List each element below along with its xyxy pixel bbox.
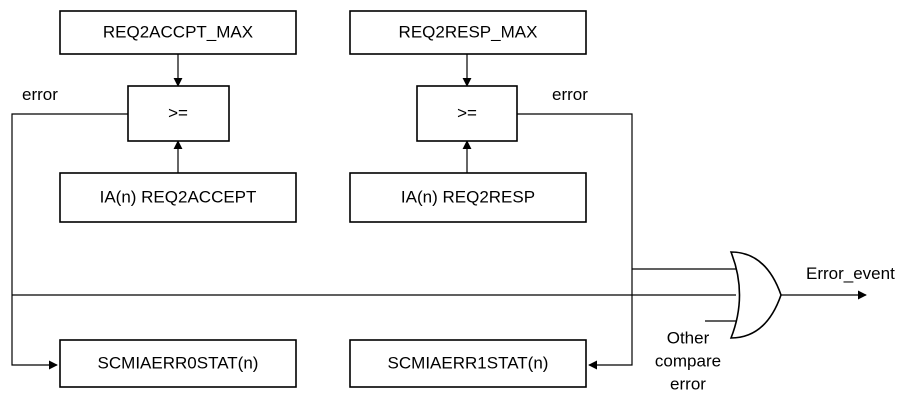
- box-scmiaerr0stat: [59, 339, 297, 388]
- label-ia-req2resp: IA(n) REQ2RESP: [401, 187, 535, 206]
- wire-left-error-path: [11, 113, 128, 370]
- label-scmiaerr1stat: SCMIAERR1STAT(n): [388, 353, 549, 372]
- box-ia-req2resp: [349, 172, 587, 223]
- box-compare-right: [416, 85, 518, 142]
- label-req2accpt-max: REQ2ACCPT_MAX: [103, 22, 253, 41]
- label-compare-left: >=: [168, 103, 188, 122]
- box-req2accpt-max: [59, 10, 297, 55]
- label-error-event: Error_event: [806, 264, 895, 283]
- label-scmiaerr0stat: SCMIAERR0STAT(n): [98, 353, 259, 372]
- box-compare-left: [127, 85, 230, 142]
- label-ia-req2accept: IA(n) REQ2ACCEPT: [100, 187, 257, 206]
- label-compare-right: >=: [457, 103, 477, 122]
- label-error-left: error: [22, 85, 58, 104]
- wire-right-error-path: [517, 113, 633, 370]
- box-ia-req2accept: [59, 172, 297, 223]
- label-other-line1: Other: [667, 328, 710, 347]
- box-req2resp-max: [349, 10, 587, 55]
- label-other-line2: compare: [655, 351, 721, 370]
- box-scmiaerr1stat: [349, 339, 587, 388]
- label-error-right: error: [552, 85, 588, 104]
- label-other-line3: error: [670, 374, 706, 393]
- label-req2resp-max: REQ2RESP_MAX: [399, 22, 538, 41]
- or-gate: [729, 251, 782, 339]
